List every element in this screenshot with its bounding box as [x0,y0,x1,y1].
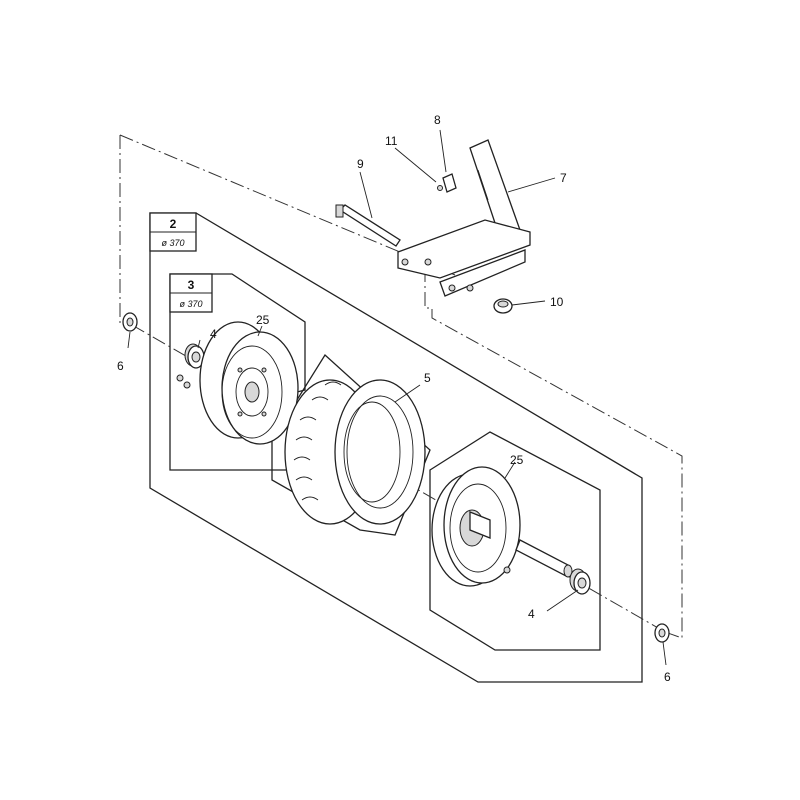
callout-6-right: 6 [664,670,671,684]
washer-right [654,623,670,643]
pivot-bolt [335,204,401,247]
label-box-2-diameter: ø 370 [161,238,184,248]
tire-group-outline [271,353,431,536]
callout-8: 8 [434,113,441,127]
label-box-3-number: 3 [188,278,195,292]
callout-25-left: 25 [256,313,270,327]
callout-5: 5 [424,371,431,385]
callout-6-left: 6 [117,359,124,373]
hub-nuts-left [176,374,191,389]
callout-25-right: 25 [510,453,524,467]
tire [284,379,426,525]
label-box-2-number: 2 [170,217,177,231]
bracket-nut [493,298,513,314]
wheel-bracket [397,139,531,297]
locking-clip [442,173,457,193]
label-box-3-diameter: ø 370 [179,299,202,309]
callout-10: 10 [550,295,564,309]
callout-7: 7 [560,171,567,185]
bearing-right [569,568,591,595]
axle-shaft [469,511,573,578]
callout-4-right: 4 [528,607,535,621]
hub-screw-right [503,566,511,574]
right-hub-group-outline [429,431,601,651]
callout-11: 11 [385,134,398,148]
callout-4-left: 4 [210,327,217,341]
leader-lines [127,129,667,666]
callout-9: 9 [357,157,364,171]
bearing-left [184,343,205,369]
assembly-outline-dashed [119,134,683,639]
lock-pin [437,185,443,191]
hub-half-left [199,321,299,445]
washer-left [122,312,138,332]
